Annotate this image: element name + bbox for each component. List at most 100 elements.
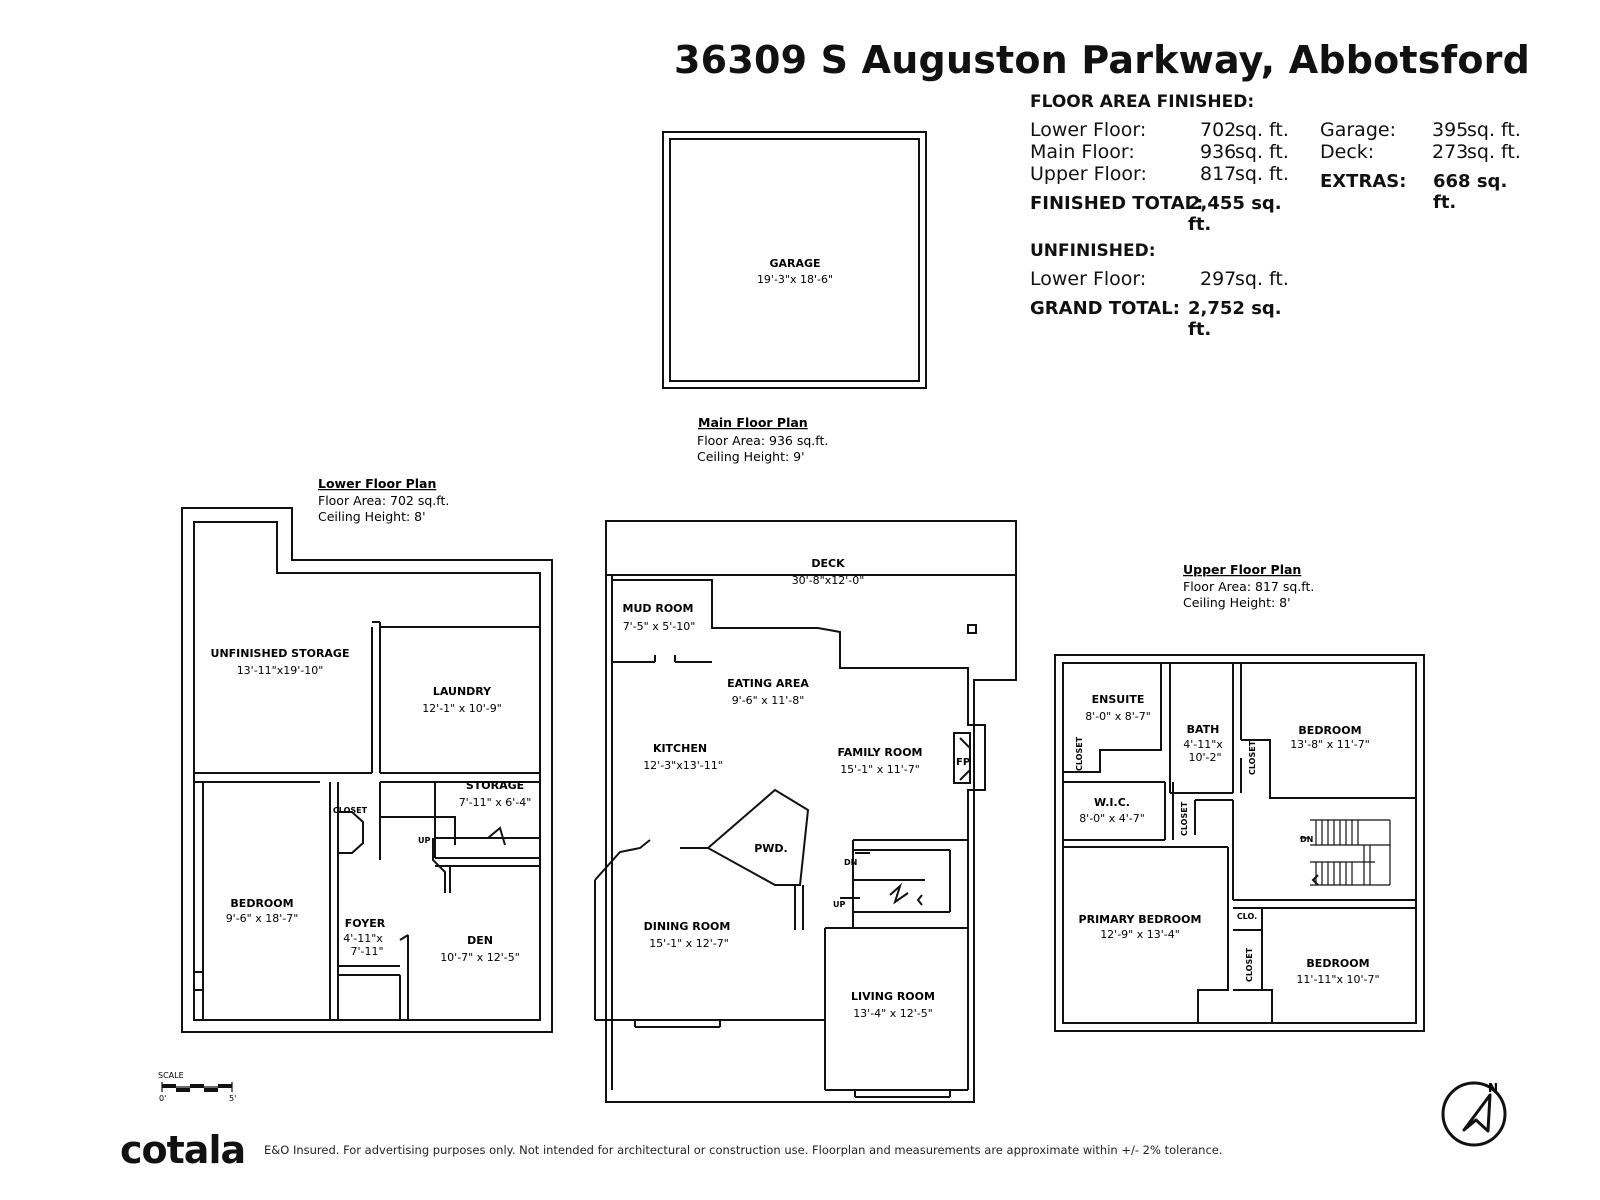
extras-value: 273 [1432, 141, 1469, 163]
wic-dimensions: 8'-0" x 4'-7" [1079, 812, 1145, 825]
bath-label: BATH [1187, 723, 1220, 736]
extras-value: 395 [1432, 119, 1469, 141]
eating-area-dimensions: 9'-6" x 11'-8" [732, 694, 805, 707]
bath-dimensions-2: 10'-2" [1188, 751, 1221, 764]
compass-icon [1441, 1081, 1507, 1147]
lower-closet-label: CLOSET [333, 806, 368, 815]
bath-dimensions-1: 4'-11"x [1183, 738, 1223, 751]
foyer-label: FOYER [345, 917, 386, 930]
dining-room-dimensions: 15'-1" x 12'-7" [649, 937, 729, 950]
deck-dimensions: 30'-8"x12'-0" [792, 574, 865, 587]
ensuite-dimensions: 8'-0" x 8'-7" [1085, 710, 1151, 723]
unfinished-value: 297 [1200, 268, 1237, 290]
scale-label: SCALE [158, 1071, 184, 1080]
garage-label: GARAGE [769, 257, 820, 270]
brand-logo: cotala [120, 1128, 246, 1172]
unfinished-label: Lower Floor: [1030, 268, 1147, 290]
foyer-dimensions-2: 7'-11" [350, 945, 383, 958]
den-dimensions: 10'-7" x 12'-5" [440, 951, 520, 964]
main-dn-label: DN [844, 858, 857, 867]
grand-total-value: 2,752 sq. ft. [1188, 298, 1282, 340]
scale-min-label: 0' [159, 1094, 166, 1103]
storage-dimensions: 7'-11" x 6'-4" [459, 796, 532, 809]
finished-heading: FLOOR AREA FINISHED: [1030, 92, 1255, 112]
area-label: Main Floor: [1030, 141, 1135, 163]
grand-total-label: GRAND TOTAL: [1030, 298, 1180, 319]
laundry-dimensions: 12'-1" x 10'-9" [422, 702, 502, 715]
extras-unit: sq. ft. [1467, 141, 1521, 163]
dining-room-label: DINING ROOM [644, 920, 731, 933]
main-floor-walls [594, 520, 1017, 1103]
unfinished-storage-dimensions: 13'-11"x19'-10" [237, 664, 324, 677]
area-unit: sq. ft. [1235, 163, 1289, 185]
main-plan-area: Floor Area: 936 sq.ft. [697, 433, 828, 448]
extras-total-label: EXTRAS: [1320, 171, 1407, 192]
upper-bedroom-1-label: BEDROOM [1298, 724, 1361, 737]
mud-room-dimensions: 7'-5" x 5'-10" [623, 620, 696, 633]
lower-bedroom-dimensions: 9'-6" x 18'-7" [226, 912, 299, 925]
lower-floor-walls [181, 507, 553, 1033]
area-unit: sq. ft. [1235, 119, 1289, 141]
area-value: 817 [1200, 163, 1237, 185]
eating-area-label: EATING AREA [727, 677, 809, 690]
lower-plan-area: Floor Area: 702 sq.ft. [318, 493, 449, 508]
lower-up-label: UP [418, 836, 430, 845]
area-label: Lower Floor: [1030, 119, 1147, 141]
powder-room-label: PWD. [754, 842, 788, 855]
deck-label: DECK [811, 557, 845, 570]
finished-total-label: FINISHED TOTAL: [1030, 193, 1204, 214]
fireplace-label: FP [956, 757, 970, 768]
upper-plan-title: Upper Floor Plan [1183, 562, 1301, 577]
compass-north-label: N [1488, 1081, 1498, 1095]
lower-plan-title: Lower Floor Plan [318, 476, 436, 491]
closet-label-wic: CLOSET [1180, 801, 1189, 836]
upper-bedroom-1-dimensions: 13'-8" x 11'-7" [1290, 738, 1370, 751]
property-address-title: 36309 S Auguston Parkway, Abbotsford [674, 38, 1530, 82]
area-value: 702 [1200, 119, 1237, 141]
primary-bedroom-label: PRIMARY BEDROOM [1079, 913, 1202, 926]
unfinished-heading: UNFINISHED: [1030, 241, 1156, 261]
extras-label: Deck: [1320, 141, 1375, 163]
upper-dn-label: DN [1300, 835, 1313, 844]
garage-plan [662, 131, 927, 389]
scale-bar-fill [162, 1084, 232, 1092]
closet-label-bedroom: CLOSET [1245, 947, 1254, 982]
unfinished-storage-label: UNFINISHED STORAGE [211, 647, 350, 660]
lower-plan-ceiling: Ceiling Height: 8' [318, 509, 426, 524]
area-value: 936 [1200, 141, 1237, 163]
den-label: DEN [467, 934, 493, 947]
upper-clo-label: CLO. [1237, 912, 1257, 921]
main-plan-ceiling: Ceiling Height: 9' [697, 449, 805, 464]
family-room-dimensions: 15'-1" x 11'-7" [840, 763, 920, 776]
wic-label: W.I.C. [1094, 796, 1130, 809]
floor-area-table: FLOOR AREA FINISHED: Lower Floor: 702 sq… [1030, 92, 1530, 340]
extras-unit: sq. ft. [1467, 119, 1521, 141]
lower-bedroom-label: BEDROOM [230, 897, 293, 910]
finished-total-value: 2,455 sq. ft. [1188, 193, 1282, 235]
kitchen-dimensions: 12'-3"x13'-11" [643, 759, 723, 772]
family-room-label: FAMILY ROOM [837, 746, 922, 759]
mud-room-label: MUD ROOM [623, 602, 694, 615]
scale-max-label: 5' [229, 1094, 236, 1103]
unfinished-unit: sq. ft. [1235, 268, 1289, 290]
closet-label-ensuite: CLOSET [1075, 736, 1084, 771]
ensuite-label: ENSUITE [1092, 693, 1145, 706]
laundry-label: LAUNDRY [433, 685, 492, 698]
garage-dimensions: 19'-3"x 18'-6" [757, 273, 833, 286]
closet-label-bath: CLOSET [1248, 740, 1257, 775]
foyer-dimensions-1: 4'-11"x [343, 932, 383, 945]
area-label: Upper Floor: [1030, 163, 1147, 185]
upper-floor-walls [1054, 654, 1425, 1032]
extras-total-value: 668 sq. ft. [1433, 171, 1508, 213]
area-unit: sq. ft. [1235, 141, 1289, 163]
living-room-dimensions: 13'-4" x 12'-5" [853, 1007, 933, 1020]
storage-label: STORAGE [466, 779, 524, 792]
main-plan-title: Main Floor Plan [698, 415, 808, 430]
main-up-label: UP [833, 900, 845, 909]
upper-plan-area: Floor Area: 817 sq.ft. [1183, 579, 1314, 594]
upper-bedroom-2-dimensions: 11'-11"x 10'-7" [1296, 973, 1379, 986]
upper-plan-ceiling: Ceiling Height: 8' [1183, 595, 1291, 610]
primary-bedroom-dimensions: 12'-9" x 13'-4" [1100, 928, 1180, 941]
kitchen-label: KITCHEN [653, 742, 707, 755]
